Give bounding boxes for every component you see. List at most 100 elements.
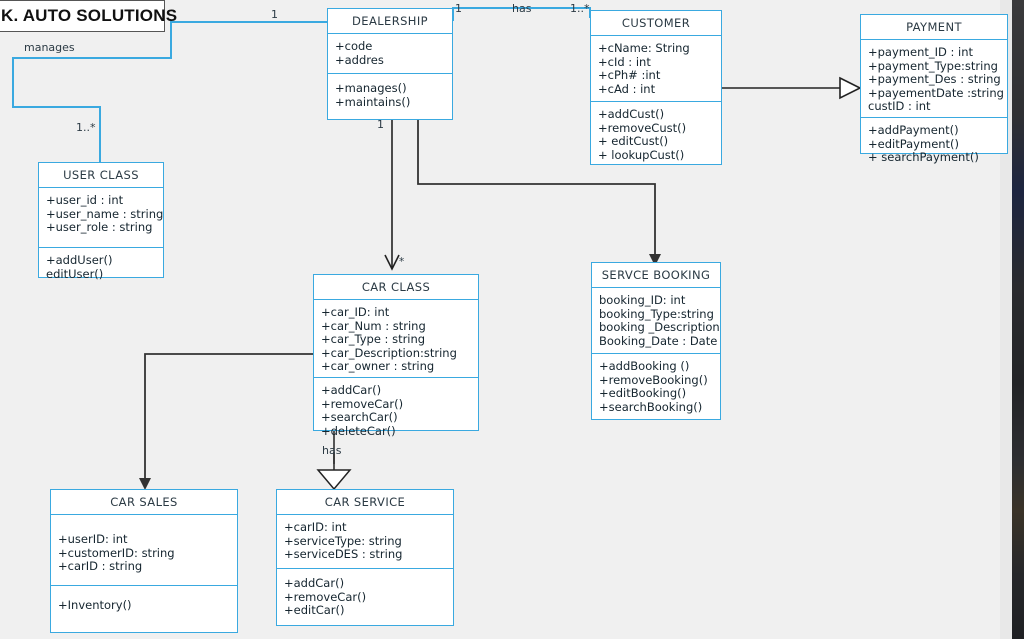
attribute-row: custID : int xyxy=(868,99,931,114)
method-row: +removeCar() xyxy=(284,589,367,604)
attribute-row: +cName: String xyxy=(598,41,690,55)
label-userclass-mult: 1..* xyxy=(76,121,96,134)
attribute-row: +user_name : string xyxy=(46,206,164,221)
method-row: +addCar() xyxy=(284,576,345,590)
class-title-payment: PAYMENT xyxy=(861,15,1007,40)
class-box-carclass[interactable]: CAR CLASS +car_ID: int +car_Num : string… xyxy=(313,274,479,437)
class-attributes-payment: +payment_ID : int +payment_Type:string +… xyxy=(861,40,1007,118)
attribute-row: booking _Description xyxy=(599,320,720,335)
class-box-carservice[interactable]: CAR SERVICE +carID: int +serviceType: st… xyxy=(276,489,454,626)
background-window-strip-dark xyxy=(1012,0,1024,639)
attribute-row: +carID: int xyxy=(284,520,347,534)
attribute-row: +car_Num : string xyxy=(321,318,426,333)
class-box-customer[interactable]: CUSTOMER +cName: String +cId : int +cPh#… xyxy=(590,10,722,165)
assoc-dealership-left-vertical xyxy=(170,21,172,58)
method-row: +addCar() xyxy=(321,383,382,397)
attribute-row: +user_role : string xyxy=(46,220,153,235)
method-row: +manages() xyxy=(335,81,407,95)
attribute-row: +addres xyxy=(335,52,384,67)
assoc-manages-horizontal xyxy=(12,57,172,59)
method-row: +addUser() xyxy=(46,253,113,267)
class-title-carclass: CAR CLASS xyxy=(314,275,478,300)
attribute-row: +customerID: string xyxy=(58,545,175,560)
method-row: +addBooking () xyxy=(599,359,690,373)
class-methods-servicebooking: +addBooking () +removeBooking() +editBoo… xyxy=(592,354,720,420)
class-methods-dealership: +manages() +maintains() xyxy=(328,74,452,115)
assoc-dealership-has-vertical xyxy=(452,7,454,21)
class-box-carsales[interactable]: CAR SALES +userID: int +customerID: stri… xyxy=(50,489,238,633)
class-methods-userclass: +addUser() editUser() xyxy=(39,248,163,287)
class-box-payment[interactable]: PAYMENT +payment_ID : int +payment_Type:… xyxy=(860,14,1008,164)
method-row: +removeCar() xyxy=(321,396,404,411)
class-attributes-carclass: +car_ID: int +car_Num : string +car_Type… xyxy=(314,300,478,378)
page-title: K. AUTO SOLUTIONS xyxy=(1,6,178,25)
class-title-servicebooking: SERVCE BOOKING xyxy=(592,263,720,288)
attribute-row: +userID: int xyxy=(58,532,128,546)
class-methods-customer: +addCust() +removeCust() + editCust() + … xyxy=(591,102,721,168)
attribute-row: +payementDate :string xyxy=(868,85,1004,100)
attribute-row: +car_ID: int xyxy=(321,305,390,319)
class-title-dealership: DEALERSHIP xyxy=(328,9,452,34)
method-row: +removeCust() xyxy=(598,120,687,135)
attribute-row: +carID : string xyxy=(58,559,143,574)
diagram-title-banner: K. AUTO SOLUTIONS xyxy=(0,0,177,32)
assoc-manages-vertical xyxy=(12,57,14,108)
attribute-row: +cId : int xyxy=(598,54,651,69)
background-window-strip-light xyxy=(1000,0,1012,639)
class-box-dealership[interactable]: DEALERSHIP +code +addres +manages() +mai… xyxy=(327,8,453,120)
assoc-dealership-left-horizontal xyxy=(170,21,330,23)
attribute-row: booking_Type:string xyxy=(599,306,714,321)
method-row: + lookupCust() xyxy=(598,147,685,162)
attribute-row: +payment_Type:string xyxy=(868,58,998,73)
attribute-row: +car_owner : string xyxy=(321,359,435,374)
class-box-userclass[interactable]: USER CLASS +user_id : int +user_name : s… xyxy=(38,162,164,280)
class-methods-carclass: +addCar() +removeCar() +searchCar() +del… xyxy=(314,378,478,444)
class-attributes-servicebooking: booking_ID: int booking_Type:string book… xyxy=(592,288,720,354)
class-title-customer: CUSTOMER xyxy=(591,11,721,36)
attribute-row: +cAd : int xyxy=(598,81,656,96)
method-row: +editCar() xyxy=(284,603,345,618)
method-row: +removeBooking() xyxy=(599,372,708,387)
assoc-userclass-vertical xyxy=(99,106,101,163)
assoc-dealership-has-horizontal xyxy=(452,7,591,9)
method-row: +addCust() xyxy=(598,107,665,121)
class-title-carservice: CAR SERVICE xyxy=(277,490,453,515)
attribute-row: +payment_ID : int xyxy=(868,45,974,59)
attribute-row: +code xyxy=(335,39,373,53)
label-carclass-has: has xyxy=(322,444,342,457)
attribute-row: +car_Type : string xyxy=(321,332,426,347)
class-attributes-carservice: +carID: int +serviceType: string +servic… xyxy=(277,515,453,569)
method-row: +Inventory() xyxy=(58,598,132,612)
attribute-row: +serviceType: string xyxy=(284,533,402,548)
attribute-row: +payment_Des : string xyxy=(868,72,1001,87)
assoc-userclass-horizontal xyxy=(12,106,101,108)
attribute-row: +car_Description:string xyxy=(321,345,457,360)
label-has-dealership-customer: has xyxy=(512,2,532,15)
method-row: +editBooking() xyxy=(599,386,687,401)
class-methods-carservice: +addCar() +removeCar() +editCar() xyxy=(277,569,453,624)
method-row: +editPayment() xyxy=(868,136,960,151)
label-dealership-has-mult: 1 xyxy=(455,2,462,15)
class-methods-carsales: +Inventory() xyxy=(51,586,237,619)
method-row: +searchCar() xyxy=(321,410,398,425)
class-title-userclass: USER CLASS xyxy=(39,163,163,188)
method-row: +searchBooking() xyxy=(599,399,703,414)
label-carclass-mult: * xyxy=(399,256,405,268)
class-attributes-dealership: +code +addres xyxy=(328,34,452,74)
attribute-row: +serviceDES : string xyxy=(284,547,403,562)
method-row: editUser() xyxy=(46,266,104,281)
method-row: +addPayment() xyxy=(868,123,959,137)
method-row: + searchPayment() xyxy=(868,150,979,165)
attribute-row: +cPh# :int xyxy=(598,68,661,83)
class-box-servicebooking[interactable]: SERVCE BOOKING booking_ID: int booking_T… xyxy=(591,262,721,420)
attribute-row: +user_id : int xyxy=(46,193,124,207)
method-row: +maintains() xyxy=(335,94,411,109)
label-dealership-car-mult: 1 xyxy=(377,118,384,131)
class-methods-payment: +addPayment() +editPayment() + searchPay… xyxy=(861,118,1007,171)
label-customer-mult: 1..* xyxy=(570,2,590,15)
method-row: +deleteCar() xyxy=(321,423,396,438)
method-row: + editCust() xyxy=(598,134,669,149)
class-title-carsales: CAR SALES xyxy=(51,490,237,515)
label-manages: manages xyxy=(24,41,75,54)
